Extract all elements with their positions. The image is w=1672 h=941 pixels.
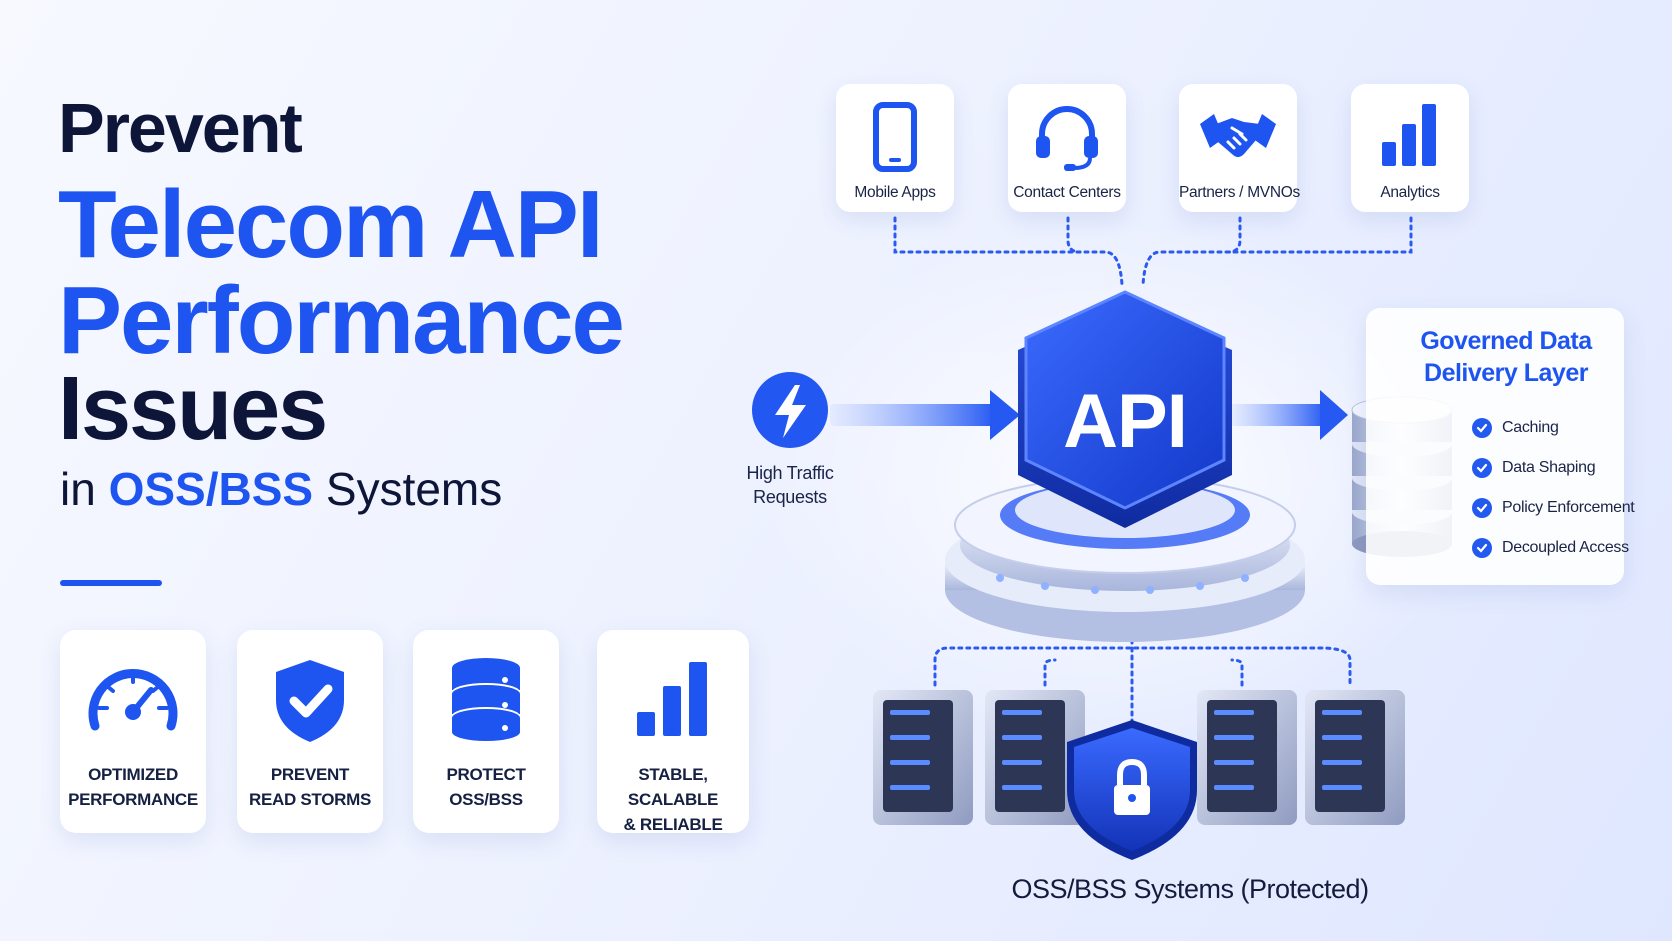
consumer-label: Analytics (1380, 184, 1440, 201)
check-circle-icon (1472, 458, 1492, 478)
check-circle-icon (1472, 418, 1492, 438)
governed-item-decoupled: Decoupled Access (1472, 538, 1629, 558)
consumer-card-contact-centers: Contact Centers (1008, 84, 1126, 212)
backend-caption: OSS/BSS Systems (Protected) (1011, 874, 1369, 904)
server-rack-1 (873, 690, 973, 825)
hero-line-4: Issues (58, 359, 328, 459)
consumer-label: Partners / MVNOs (1179, 184, 1300, 201)
handshake-icon (1200, 114, 1276, 157)
bar-chart-icon (637, 662, 707, 736)
mobile-phone-icon (873, 102, 917, 172)
api-label: API (1063, 379, 1188, 464)
governed-item-caching: Caching (1472, 418, 1559, 438)
server-rack-3 (1197, 690, 1297, 825)
hero-divider (60, 580, 162, 586)
consumer-connectors (893, 216, 1413, 287)
consumer-label: Mobile Apps (854, 184, 936, 201)
consumer-card-mobile-apps: Mobile Apps (836, 84, 954, 212)
governed-item-policy: Policy Enforcement (1472, 498, 1635, 518)
hero-line-1: Prevent (58, 89, 303, 167)
governed-item-data-shaping: Data Shaping (1472, 458, 1596, 478)
database-icon (452, 658, 520, 741)
speedometer-icon (88, 669, 178, 731)
hero-subtitle-prefix: in (60, 463, 109, 515)
server-rack-4 (1305, 690, 1405, 825)
headset-icon (1036, 106, 1098, 171)
hero-subtitle-highlight: OSS/BSS (108, 463, 314, 515)
lightning-icon (752, 372, 828, 448)
check-circle-icon (1472, 538, 1492, 558)
governed-panel (1366, 308, 1624, 585)
api-hexagon (1018, 290, 1232, 528)
incoming-arrow (830, 390, 1020, 440)
consumer-card-partners: Partners / MVNOs (1179, 84, 1300, 212)
lock-shield-icon (1067, 720, 1197, 860)
bar-chart-icon (1382, 104, 1436, 166)
consumer-label: Contact Centers (1013, 184, 1121, 201)
outgoing-arrow (1230, 390, 1348, 440)
hero-line-2: Telecom API (58, 171, 603, 278)
feature-label: STABLE, SCALABLE& RELIABLE (623, 765, 723, 834)
hero-subtitle-suffix: Systems (313, 463, 503, 515)
shield-check-icon (276, 660, 344, 742)
check-circle-icon (1472, 498, 1492, 518)
hero-line-3: Performance (58, 267, 625, 374)
feature-card-stable: STABLE, SCALABLE& RELIABLE (597, 630, 749, 834)
consumer-card-analytics: Analytics (1351, 84, 1469, 212)
hero-subtitle: in OSS/BSS Systems (60, 462, 502, 516)
server-rack-2 (985, 690, 1085, 825)
